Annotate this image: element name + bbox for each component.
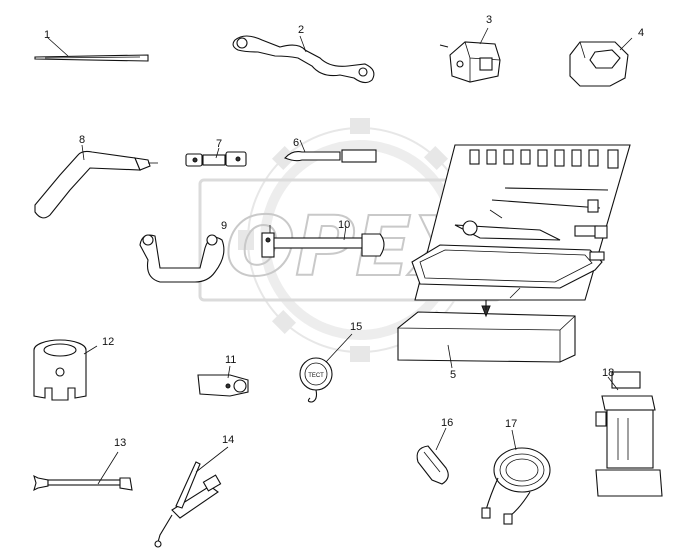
callout-15: 15 [350, 321, 362, 333]
callout-labels: 1 2 3 4 5 6 7 8 9 10 11 12 13 14 15 16 1… [44, 14, 644, 449]
part-14-grease-gun [154, 446, 229, 548]
part-16-clip [416, 427, 449, 485]
part-18-jack [595, 371, 663, 497]
callout-10: 10 [338, 219, 350, 231]
callout-18: 18 [602, 367, 614, 379]
part-3-hex-socket [439, 27, 501, 83]
callout-2: 2 [298, 24, 304, 36]
part-17-coiled-hose [481, 429, 551, 525]
gauge-label: ТЕСТ [308, 373, 324, 379]
tool-case [411, 144, 631, 301]
socket-row [469, 149, 619, 169]
part-2-bent-wrench [232, 35, 375, 84]
callout-17: 17 [505, 418, 517, 430]
part-8-hex-key [34, 144, 158, 219]
callout-12: 12 [102, 336, 114, 348]
callout-8: 8 [79, 134, 85, 146]
part-12-slotted-sleeve [33, 339, 98, 401]
part-15-gauge: ТЕСТ [299, 333, 353, 403]
part-11-hex-tube [197, 365, 249, 397]
part-1-chisel [34, 37, 149, 62]
callout-4: 4 [638, 27, 644, 39]
part-9-u-handle [139, 234, 225, 283]
part-6-screwdriver [284, 139, 377, 163]
part-10-ratchet [261, 225, 385, 258]
callout-7: 7 [216, 138, 222, 150]
callout-1: 1 [44, 29, 50, 41]
callout-13: 13 [114, 437, 126, 449]
part-5-toolbox [396, 300, 576, 369]
callout-14: 14 [222, 434, 234, 446]
callout-9: 9 [221, 220, 227, 232]
callout-3: 3 [486, 14, 492, 26]
part-4-sleeve [569, 37, 633, 87]
callout-6: 6 [293, 137, 299, 149]
part-7-sockets [185, 147, 247, 167]
callout-11: 11 [225, 354, 236, 366]
part-13-wrench [33, 451, 133, 492]
callout-5: 5 [450, 369, 456, 381]
callout-16: 16 [441, 417, 453, 429]
